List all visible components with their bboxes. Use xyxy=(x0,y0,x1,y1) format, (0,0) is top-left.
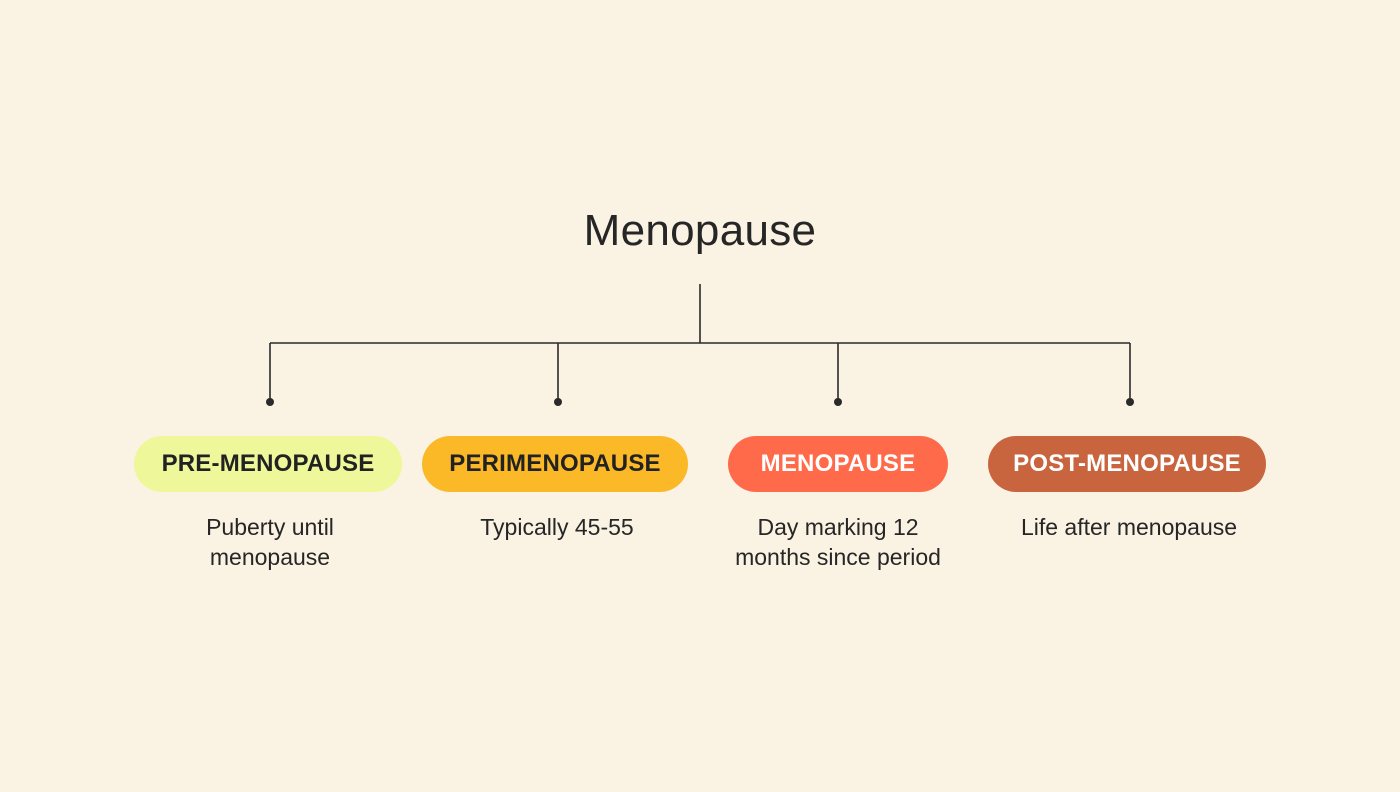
stage-description-post-menopause: Life after menopause xyxy=(979,512,1279,542)
description-line: Day marking 12 xyxy=(757,514,919,540)
branch-dot-post xyxy=(1126,398,1134,406)
branch-dot-pre xyxy=(266,398,274,406)
stage-pill-pre-menopause: PRE-MENOPAUSE xyxy=(134,436,402,492)
stage-description-perimenopause: Typically 45-55 xyxy=(417,512,697,542)
stage-pill-perimenopause: PERIMENOPAUSE xyxy=(422,436,688,492)
stage-description-menopause: Day marking 12 months since period xyxy=(698,512,978,572)
description-line: menopause xyxy=(209,544,331,570)
description-line: Life after menopause xyxy=(1020,514,1238,540)
branch-dot-meno xyxy=(834,398,842,406)
stage-description-pre-menopause: Puberty until menopause xyxy=(130,512,410,572)
branch-dot-peri xyxy=(554,398,562,406)
stage-pill-post-menopause: POST-MENOPAUSE xyxy=(988,436,1266,492)
description-line: months since period xyxy=(735,544,941,570)
description-line: Puberty until xyxy=(206,514,334,540)
description-line: Typically 45-55 xyxy=(480,514,634,540)
diagram-title: Menopause xyxy=(583,206,817,255)
stage-pill-menopause: MENOPAUSE xyxy=(728,436,948,492)
